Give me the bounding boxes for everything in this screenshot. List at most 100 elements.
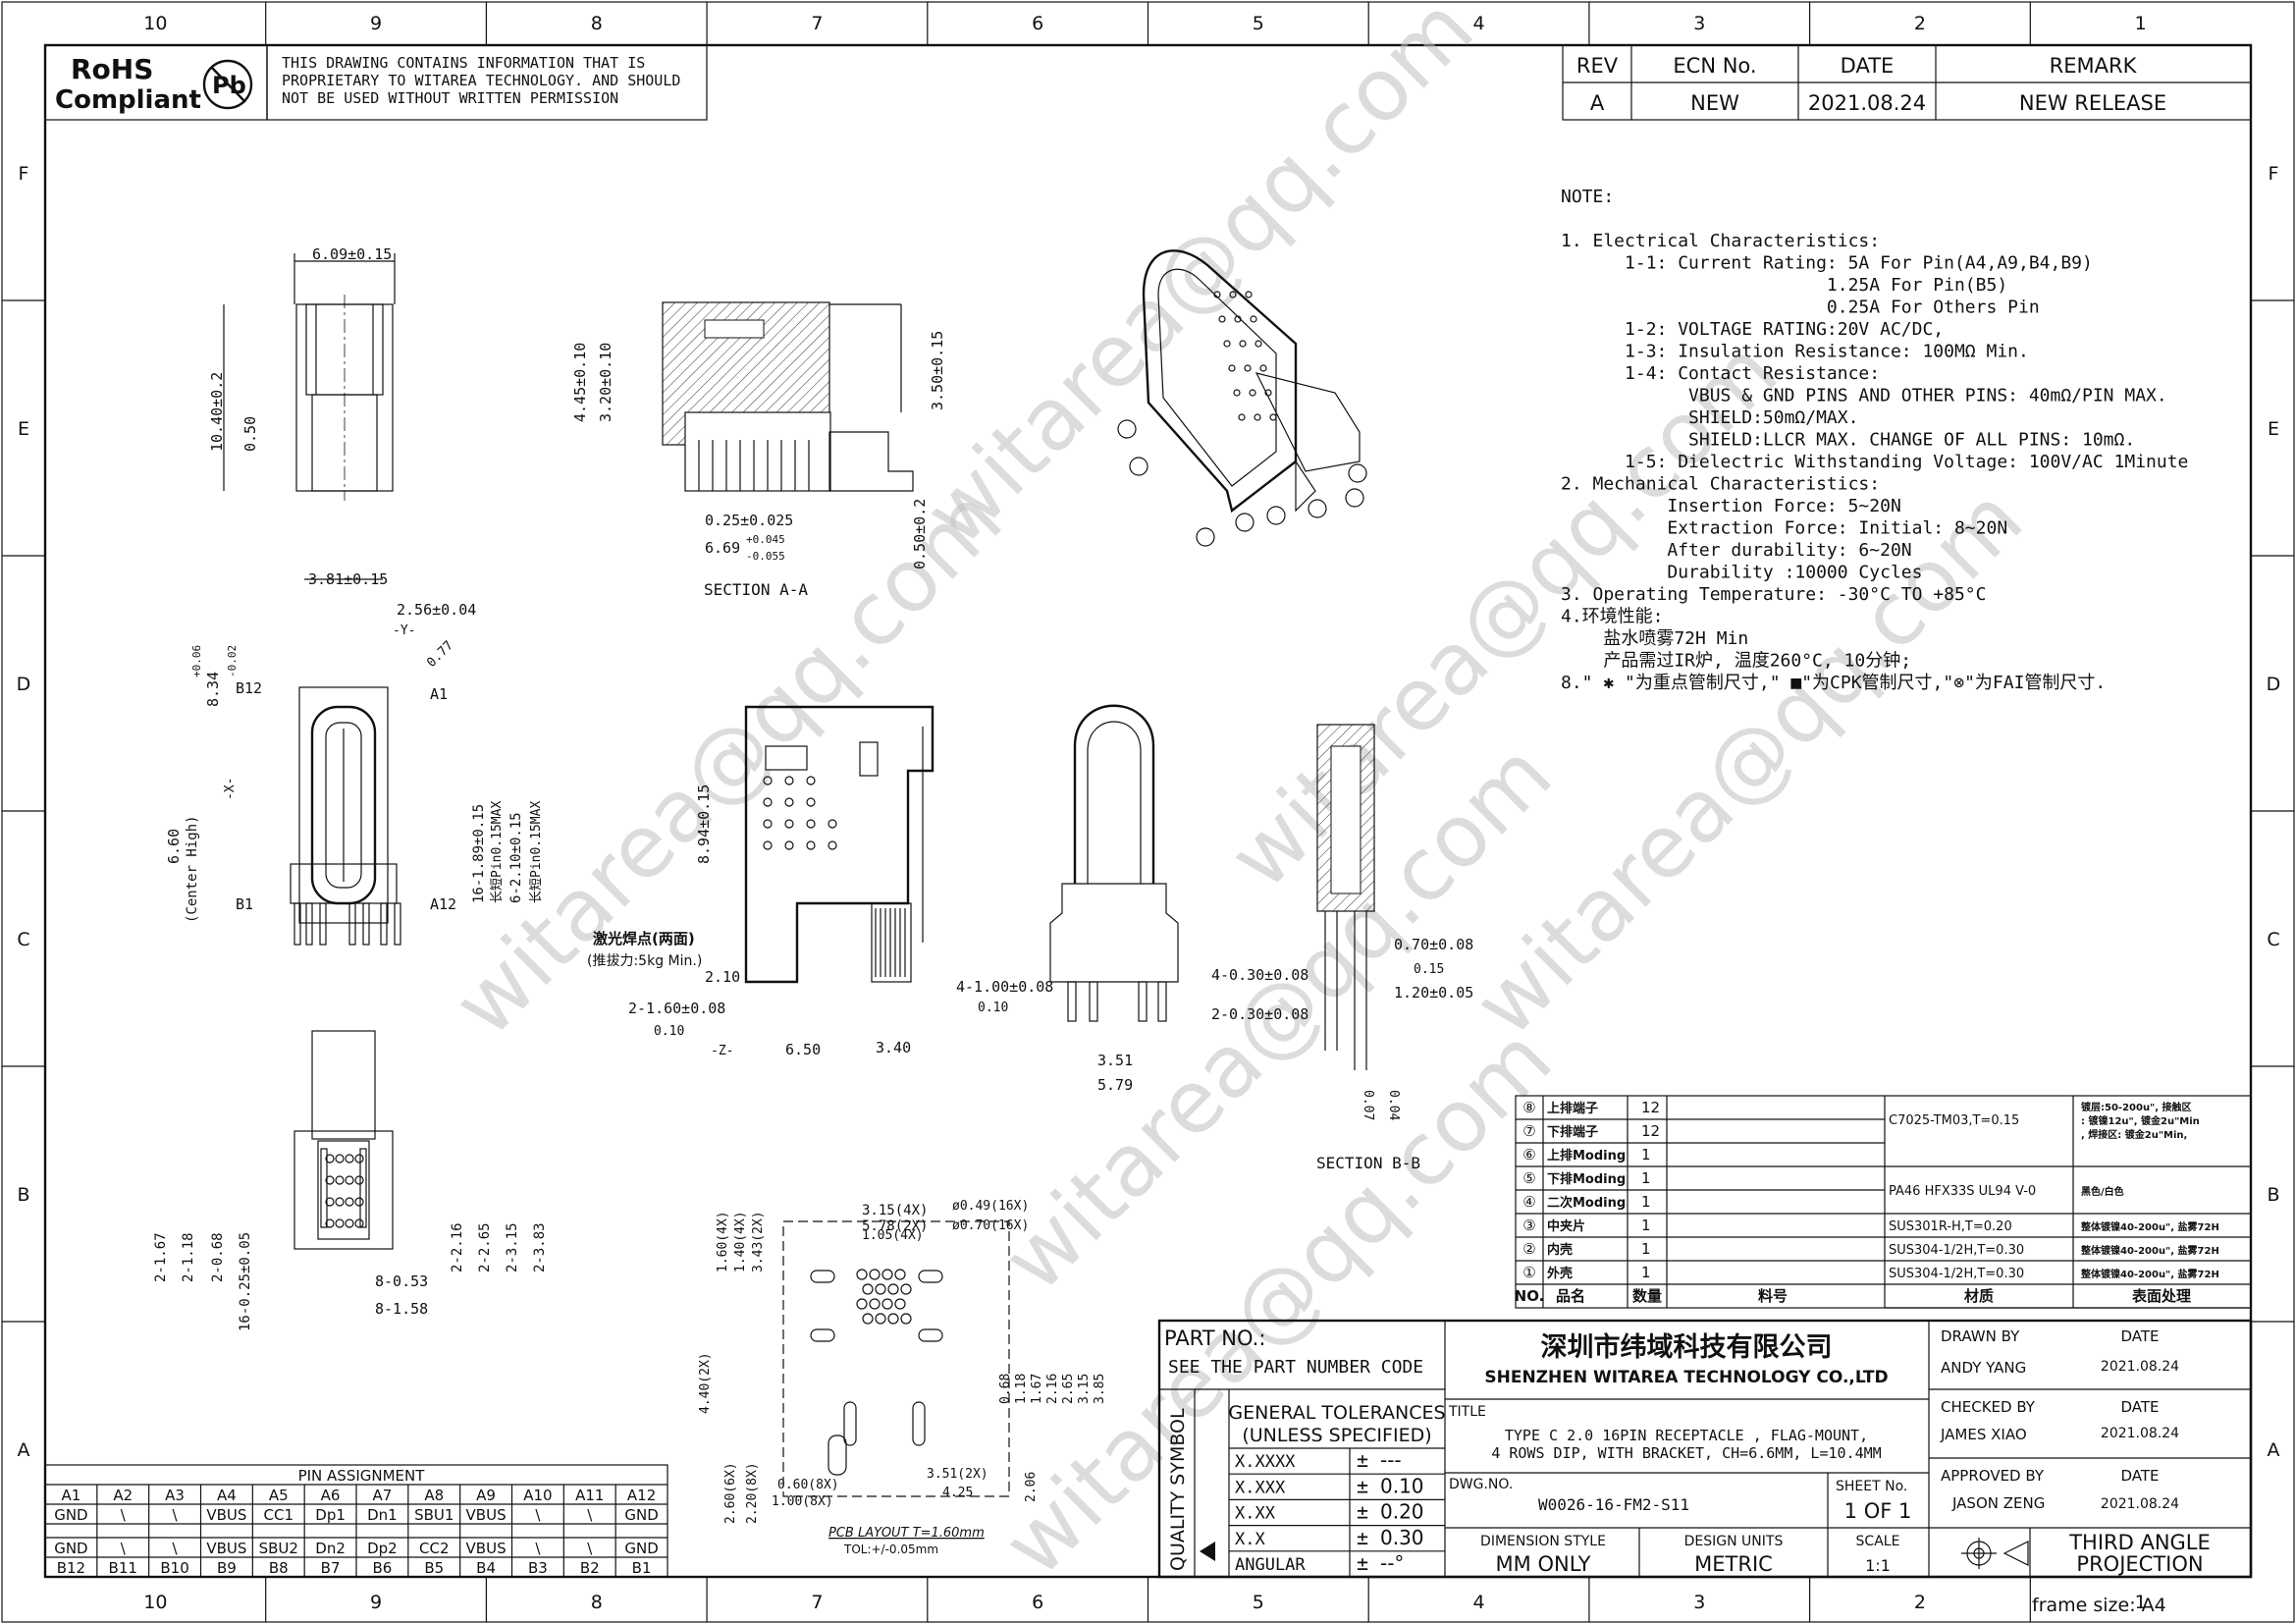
dim-2: 10.40±0.2 [208, 372, 226, 452]
part-balloon [1348, 463, 1367, 483]
checked-label: CHECKED BY [1941, 1398, 2036, 1416]
bottom-view: 2-1.67 2-1.18 2-0.68 16-0.25±0.05 8-0.53… [153, 1030, 548, 1331]
tol-pm: ± [1357, 1551, 1368, 1575]
dim-7: 0.25±0.025 [705, 512, 793, 529]
pin-cell-a: Dn1 [367, 1506, 398, 1524]
tol-key: X.XXX [1235, 1478, 1286, 1497]
bom-qty: 12 [1641, 1099, 1660, 1116]
rohs-block: RoHS Compliant Pb THIS DRAWING CONTAINS … [44, 44, 708, 121]
dim-16b: 长短Pin0.15MAX [529, 801, 544, 903]
pin-header-b: B2 [580, 1559, 600, 1577]
section-aa-label: SECTION A-A [704, 580, 808, 599]
dim-13: 8.34 [204, 672, 222, 707]
notes-block: NOTE:1. Electrical Characteristics: 1-1:… [1561, 187, 2188, 693]
pcb-dim-220: 2.20(8X) [745, 1462, 760, 1524]
part-balloon [1266, 506, 1286, 525]
pin-header-a: A7 [373, 1487, 393, 1504]
bom-qty: 1 [1641, 1264, 1651, 1281]
pcb-dim-100: 1.00(8X) [772, 1494, 833, 1509]
dim-5: 3.20±0.10 [597, 343, 614, 422]
revision-table: REV ECN No. DATE REMARK A NEW 2021.08.24… [1562, 44, 2252, 121]
pin-header-a: A2 [113, 1487, 133, 1504]
zone-col-bottom: 3 [1693, 1592, 1705, 1613]
dim-12: 0.77 [424, 638, 456, 671]
bom-no: ⑥ [1522, 1146, 1535, 1164]
pin-cell-b: SBU2 [259, 1540, 298, 1557]
pin-cell-b: \ [535, 1540, 541, 1557]
bom-header: 数量 [1632, 1287, 1662, 1305]
zone-col-top: 3 [1693, 13, 1705, 34]
front-view-main: 3.81±0.15 2.56±0.04 -Y- 0.77 A1 B12 B1 A… [165, 570, 544, 946]
tol-value: 0.10 [1380, 1474, 1424, 1497]
zone-col-bottom: 6 [1032, 1592, 1043, 1613]
dim-32: 2-1.67 [153, 1232, 169, 1282]
pin-header-b: B9 [217, 1559, 237, 1577]
note-line: 1.25A For Pin(B5) [1561, 275, 2007, 296]
pin-cell-b: CC2 [419, 1540, 450, 1557]
note-line: SHIELD:50mΩ/MAX. [1561, 407, 1858, 428]
section-bb-label: SECTION B-B [1316, 1154, 1420, 1172]
zone-col-top: 5 [1253, 13, 1264, 34]
dim-18: 2.10 [705, 968, 740, 986]
dim-19b: 0.10 [654, 1024, 684, 1039]
approved-by: JASON ZENG [1951, 1494, 2045, 1512]
dim-style: MM ONLY [1496, 1552, 1591, 1576]
note-line: 1-2: VOLTAGE RATING:20V AC/DC, [1561, 319, 1944, 340]
dim-37: 8-1.58 [375, 1300, 428, 1318]
dim-6: 3.50±0.15 [929, 331, 946, 410]
dim-20: 6.50 [785, 1041, 821, 1058]
dwg-no: W0026-16-FM2-S11 [1538, 1495, 1689, 1514]
dim-11: 2.56±0.04 [397, 601, 476, 619]
dim-9: 0.50±0.2 [911, 499, 929, 569]
pin-cell-a: \ [587, 1506, 593, 1524]
dim-30: 0.07 [1361, 1090, 1375, 1120]
pcb-vdim: 0.68 [998, 1374, 1013, 1404]
note-line: VBUS & GND PINS AND OTHER PINS: 40mΩ/PIN… [1561, 386, 2167, 406]
frame-size: frame size: A4 [2032, 1595, 2166, 1616]
bom-name: 上排端子 [1547, 1101, 1598, 1116]
pin-cell-a: GND [624, 1506, 658, 1524]
bom-material: SUS304-1/2H,T=0.30 [1889, 1267, 2024, 1281]
dim-19: 2-1.60±0.08 [628, 1000, 725, 1017]
end-view: 4-0.30±0.08 2-0.30±0.08 3.51 5.79 [1049, 704, 1308, 1094]
bom-name: 中夹片 [1547, 1218, 1585, 1234]
pin-header-b: B3 [528, 1559, 548, 1577]
bom-name: 内壳 [1547, 1242, 1573, 1258]
scale: 1:1 [1865, 1556, 1891, 1575]
zone-row-left: A [18, 1439, 30, 1461]
zone-row-right: D [2267, 674, 2281, 695]
zone-col-bottom: 4 [1473, 1592, 1485, 1613]
datum-z: -Z- [711, 1044, 733, 1058]
projection-2: PROJECTION [2076, 1552, 2203, 1576]
bom-finish: 镀层:50-200u", 接触区 [2081, 1101, 2192, 1113]
pcb-vdim: 1.18 [1014, 1374, 1029, 1404]
pin-cell-b: VBUS [466, 1540, 507, 1557]
zone-col-top: 4 [1473, 13, 1485, 34]
pin-cell-b: VBUS [206, 1540, 246, 1557]
note-line: 1-4: Contact Resistance: [1561, 363, 1880, 384]
dim-26: 5.79 [1097, 1076, 1133, 1094]
part-no-label: PART NO.: [1164, 1326, 1265, 1350]
dim-8b: -0.055 [746, 550, 785, 563]
pcb-dim-260: 2.60(6X) [723, 1462, 738, 1524]
bom-header: 料号 [1758, 1287, 1788, 1305]
scale-label: SCALE [1856, 1534, 1900, 1549]
section-aa: 4.45±0.10 3.20±0.10 3.50±0.15 0.25±0.025… [571, 301, 946, 599]
pcb-vdim: 2.65 [1061, 1374, 1076, 1404]
pin-header-b: B12 [57, 1559, 85, 1577]
note-line: 盐水喷雾72H Min [1561, 628, 1748, 649]
note-line: 0.25A For Others Pin [1561, 298, 2040, 318]
notice-line-1: THIS DRAWING CONTAINS INFORMATION THAT I… [282, 54, 645, 72]
pcb-dim-049: ø0.49(16X) [952, 1199, 1029, 1214]
note-line: 1-5: Dielectric Withstanding Voltage: 10… [1561, 452, 2188, 472]
pin-header-b: B6 [372, 1559, 392, 1577]
pin-cell-b: Dp2 [367, 1540, 398, 1557]
bom-material: SUS304-1/2H,T=0.30 [1889, 1243, 2024, 1258]
note-line: Durability :10000 Cycles [1561, 563, 1922, 583]
note-line: 2. Mechanical Characteristics: [1561, 474, 1880, 495]
notice-line-2: PROPRIETARY TO WITAREA TECHNOLOGY. AND S… [282, 72, 680, 89]
zone-col-bottom: 7 [811, 1592, 823, 1613]
dim-36: 8-0.53 [375, 1272, 428, 1290]
tol-pm: ± [1357, 1500, 1368, 1524]
